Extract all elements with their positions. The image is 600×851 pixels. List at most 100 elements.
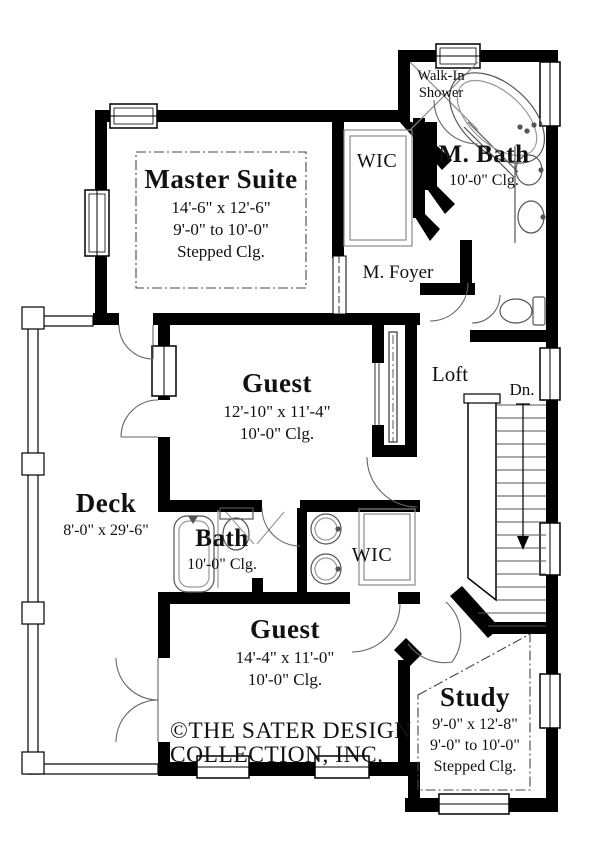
window	[539, 522, 561, 576]
door-swing	[261, 507, 301, 547]
wic-shelves	[349, 135, 407, 241]
room-name: Guest	[241, 368, 312, 398]
wall-diagonal	[394, 638, 422, 666]
wall	[93, 313, 119, 325]
room-name: WIC	[356, 150, 398, 172]
copyright-line2: COLLECTION, INC.	[170, 742, 384, 768]
copyright-text: ©THE SATER DESIGN COLLECTION, INC.	[170, 719, 412, 767]
window	[84, 189, 110, 257]
wall	[153, 313, 420, 325]
toilet-tank	[532, 296, 546, 326]
tub-faucet-dot	[524, 128, 530, 134]
window	[438, 793, 510, 815]
room-label-bath: Bath 10'-0" Clg.	[187, 524, 257, 574]
wall	[252, 578, 263, 604]
wall	[460, 240, 472, 288]
wall	[158, 592, 350, 604]
room-dims: 8'-0" x 29'-6"	[63, 521, 149, 539]
room-label-walk-in-shower: Walk-In Shower	[417, 68, 464, 101]
room-dims: 9'-0" x 12'-8"	[432, 715, 518, 733]
window	[435, 43, 481, 69]
room-name: Master Suite	[144, 164, 298, 194]
room-name-line1: Walk-In	[417, 68, 465, 84]
window	[539, 673, 561, 729]
room-label-guest-middle: Guest 12'-10" x 11'-4" 10'-0" Clg.	[223, 368, 330, 444]
room-name: M. Bath	[438, 141, 530, 168]
deck-post	[21, 452, 45, 476]
wall	[158, 500, 262, 512]
room-name: M. Foyer	[362, 262, 434, 283]
room-ceiling-note: Stepped Clg.	[433, 757, 517, 775]
deck-post	[21, 601, 45, 625]
window	[196, 755, 250, 779]
sink-inner	[314, 557, 338, 581]
sink-faucet-dot	[335, 566, 341, 572]
door-swing	[433, 99, 479, 145]
sink-faucet-dot	[540, 214, 546, 220]
room-dims: 12'-10" x 11'-4"	[223, 401, 331, 421]
deck-post	[21, 306, 45, 330]
room-name: Deck	[75, 488, 137, 518]
room-ceiling: 10'-0" Clg.	[449, 171, 519, 189]
wall	[158, 437, 170, 512]
room-ceiling: 10'-0" Clg.	[187, 555, 257, 573]
room-name: WIC	[351, 544, 393, 566]
wall	[372, 445, 417, 457]
room-label-study: Study 9'-0" x 12'-8" 9'-0" to 10'-0" Ste…	[430, 682, 520, 776]
shower-stall-lines	[217, 510, 285, 588]
door-swing	[429, 282, 469, 322]
wic-shelves	[343, 129, 413, 247]
closet-door-lines	[374, 363, 380, 425]
door-swing	[407, 601, 462, 664]
toilet-tank	[219, 507, 254, 520]
room-ceiling-note: Stepped Clg.	[177, 241, 265, 261]
room-label-m-foyer: M. Foyer	[363, 262, 434, 284]
staircase	[463, 393, 546, 627]
room-label-master-suite: Master Suite 14'-6" x 12'-6" 9'-0" to 10…	[144, 164, 297, 262]
wall	[405, 325, 417, 457]
corner-tub	[448, 72, 546, 164]
down-arrow-head	[517, 536, 529, 550]
tub-faucet	[188, 516, 198, 524]
room-name: Study	[439, 682, 511, 712]
deck-post	[21, 751, 45, 775]
stairs-direction: Dn.	[509, 380, 535, 399]
window	[314, 755, 370, 779]
room-ceiling-range: 9'-0" to 10'-0"	[173, 219, 269, 239]
toilet-bowl	[499, 298, 533, 324]
wall	[158, 742, 170, 768]
wic-shelves	[363, 513, 411, 581]
door-swing	[118, 324, 154, 360]
deck-rail	[27, 763, 159, 775]
sink-inner	[314, 517, 338, 541]
sidelight-window	[332, 255, 347, 315]
sink	[310, 513, 342, 545]
wall	[300, 500, 420, 512]
sink-faucet-dot	[538, 167, 544, 173]
room-label-wic-lower: WIC	[352, 544, 392, 568]
wic-shelves	[358, 508, 416, 586]
wall-diagonal	[450, 586, 500, 638]
tub-faucet-dot	[517, 124, 523, 130]
wall	[158, 604, 170, 658]
stairs-direction-label: Dn.	[509, 380, 534, 400]
room-ceiling: 10'-0" Clg.	[239, 423, 315, 443]
wall	[398, 592, 420, 604]
room-label-loft: Loft	[432, 362, 468, 387]
sink	[517, 200, 545, 234]
deck-railing	[21, 306, 159, 775]
room-dims: 14'-4" x 11'-0"	[235, 647, 335, 667]
door-swing	[351, 603, 401, 653]
fixtures-layer	[173, 61, 546, 593]
door-swing	[366, 456, 418, 508]
room-name: Bath	[195, 525, 249, 552]
window	[539, 347, 561, 401]
wall	[492, 622, 546, 634]
wall	[420, 283, 475, 295]
room-name: Guest	[249, 614, 320, 644]
room-ceiling: 10'-0" Clg.	[247, 669, 323, 689]
stair-railing	[467, 399, 497, 602]
sink	[310, 553, 342, 585]
